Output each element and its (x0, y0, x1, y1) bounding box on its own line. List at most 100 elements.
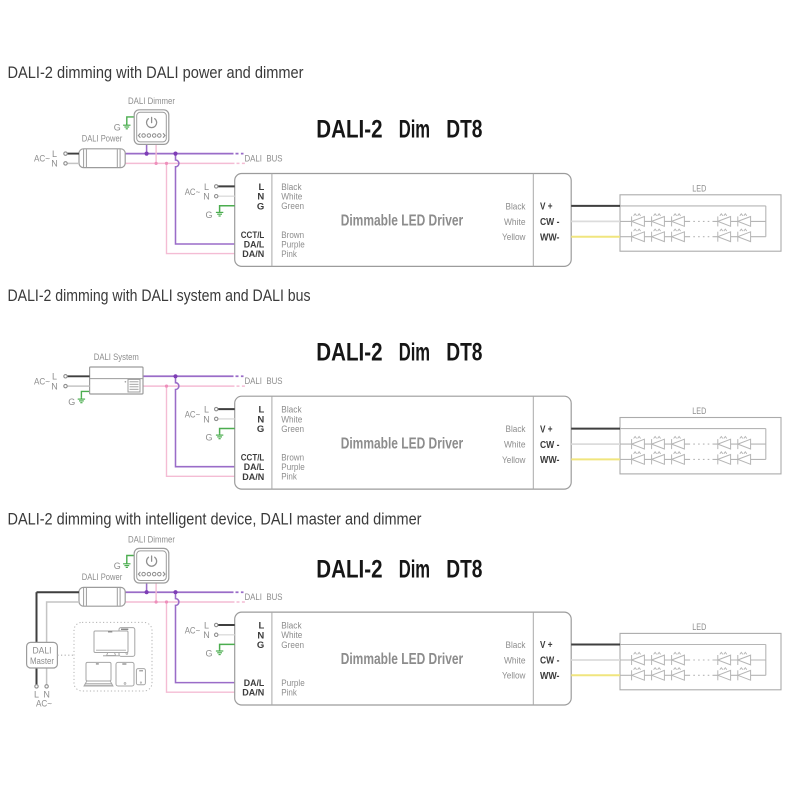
svg-text:Green: Green (281, 640, 304, 650)
svg-text:White: White (504, 440, 526, 450)
svg-text:CW -: CW - (540, 656, 560, 667)
svg-text:Brown: Brown (281, 453, 304, 463)
svg-text:DALI-2 dimming with DALI power: DALI-2 dimming with DALI power and dimme… (8, 63, 304, 82)
svg-text:Brown: Brown (281, 230, 304, 240)
svg-text:N: N (257, 192, 264, 203)
svg-text:WW-: WW- (540, 671, 560, 682)
svg-text:Yellow: Yellow (502, 671, 526, 681)
svg-text:DA/L: DA/L (244, 240, 265, 251)
svg-text:AC~: AC~ (34, 376, 50, 386)
svg-text:Yellow: Yellow (502, 232, 526, 242)
svg-text:L: L (52, 372, 57, 382)
svg-text:CW -: CW - (540, 440, 560, 451)
svg-text:Green: Green (281, 424, 304, 434)
svg-text:L: L (52, 149, 57, 159)
svg-text:L: L (204, 405, 209, 415)
svg-text:AC~: AC~ (185, 410, 201, 420)
svg-text:Black: Black (281, 405, 302, 415)
svg-text:AC~: AC~ (36, 699, 52, 709)
svg-text:Pink: Pink (281, 472, 297, 482)
svg-text:DA/N: DA/N (242, 688, 264, 699)
svg-text:Black: Black (281, 182, 302, 192)
svg-text:White: White (281, 630, 302, 640)
svg-text:Black: Black (506, 640, 526, 650)
svg-text:DALI-2: DALI-2 (316, 338, 382, 366)
svg-text:DALI Dimmer: DALI Dimmer (128, 96, 175, 106)
svg-text:G: G (68, 397, 75, 407)
svg-text:G: G (257, 640, 264, 651)
svg-text:DALI-2: DALI-2 (316, 116, 382, 144)
svg-text:White: White (281, 192, 302, 202)
svg-text:DT8: DT8 (446, 116, 482, 144)
svg-text:White: White (281, 414, 302, 424)
svg-text:G: G (205, 210, 212, 220)
svg-text:DALI System: DALI System (94, 352, 139, 362)
svg-text:DA/L: DA/L (244, 462, 265, 473)
svg-text:White: White (504, 217, 526, 227)
svg-text:Dimmable LED Driver: Dimmable LED Driver (341, 651, 464, 668)
svg-text:LED: LED (692, 622, 706, 632)
svg-text:Yellow: Yellow (502, 455, 526, 465)
svg-text:WW-: WW- (540, 232, 560, 243)
svg-text:G: G (114, 561, 121, 571)
svg-text:DALI BUS: DALI BUS (245, 376, 283, 386)
svg-text:DALI Dimmer: DALI Dimmer (128, 535, 175, 545)
svg-text:G: G (114, 123, 121, 133)
svg-text:DALI-2 dimming with DALI syste: DALI-2 dimming with DALI system and DALI… (8, 286, 311, 305)
svg-text:Pink: Pink (281, 688, 297, 698)
svg-text:G: G (205, 648, 212, 658)
svg-text:G: G (257, 201, 264, 212)
svg-text:CW -: CW - (540, 217, 560, 228)
svg-text:L: L (258, 405, 264, 416)
svg-text:V +: V + (540, 424, 553, 435)
svg-text:N: N (203, 192, 210, 202)
svg-text:Black: Black (281, 620, 302, 630)
svg-text:DA/N: DA/N (242, 472, 264, 483)
svg-text:CCT/L: CCT/L (241, 230, 265, 241)
svg-text:Purple: Purple (281, 462, 304, 472)
svg-text:Purple: Purple (281, 239, 304, 249)
svg-text:Black: Black (506, 201, 526, 211)
svg-text:N: N (203, 414, 210, 424)
svg-text:V +: V + (540, 202, 553, 213)
svg-text:L: L (34, 689, 39, 699)
svg-text:L: L (258, 182, 264, 193)
svg-text:Pink: Pink (281, 249, 297, 259)
svg-text:V +: V + (540, 640, 553, 651)
svg-text:AC~: AC~ (185, 187, 201, 197)
svg-text:Dim: Dim (399, 555, 430, 583)
svg-text:Master: Master (30, 656, 54, 666)
svg-text:WW-: WW- (540, 455, 560, 466)
svg-text:Purple: Purple (281, 678, 304, 688)
svg-text:DA/N: DA/N (242, 249, 264, 260)
svg-text:N: N (51, 381, 58, 391)
svg-text:DT8: DT8 (446, 555, 482, 583)
svg-text:G: G (205, 433, 212, 443)
svg-text:L: L (204, 182, 209, 192)
svg-text:DT8: DT8 (446, 338, 482, 366)
svg-text:Dimmable LED Driver: Dimmable LED Driver (341, 435, 464, 452)
svg-text:Dim: Dim (399, 116, 430, 144)
svg-text:AC~: AC~ (185, 626, 201, 636)
svg-text:L: L (204, 620, 209, 630)
svg-text:N: N (257, 414, 264, 425)
svg-text:N: N (257, 630, 264, 641)
svg-text:White: White (504, 655, 526, 665)
svg-text:AC~: AC~ (34, 154, 50, 164)
svg-text:CCT/L: CCT/L (241, 453, 265, 464)
svg-text:N: N (203, 630, 210, 640)
svg-text:DALI-2: DALI-2 (316, 555, 382, 583)
svg-text:DALI: DALI (33, 646, 52, 656)
svg-text:Black: Black (506, 424, 526, 434)
svg-text:Dimmable LED Driver: Dimmable LED Driver (341, 213, 464, 230)
svg-text:DALI BUS: DALI BUS (245, 592, 283, 602)
svg-text:DALI Power: DALI Power (82, 133, 123, 143)
svg-text:DA/L: DA/L (244, 678, 265, 689)
svg-text:N: N (43, 689, 50, 699)
svg-text:DALI Power: DALI Power (82, 572, 123, 582)
svg-text:G: G (257, 424, 264, 435)
svg-text:N: N (51, 159, 58, 169)
svg-text:Dim: Dim (399, 338, 430, 366)
svg-text:L: L (258, 621, 264, 632)
svg-text:DALI BUS: DALI BUS (245, 153, 283, 163)
